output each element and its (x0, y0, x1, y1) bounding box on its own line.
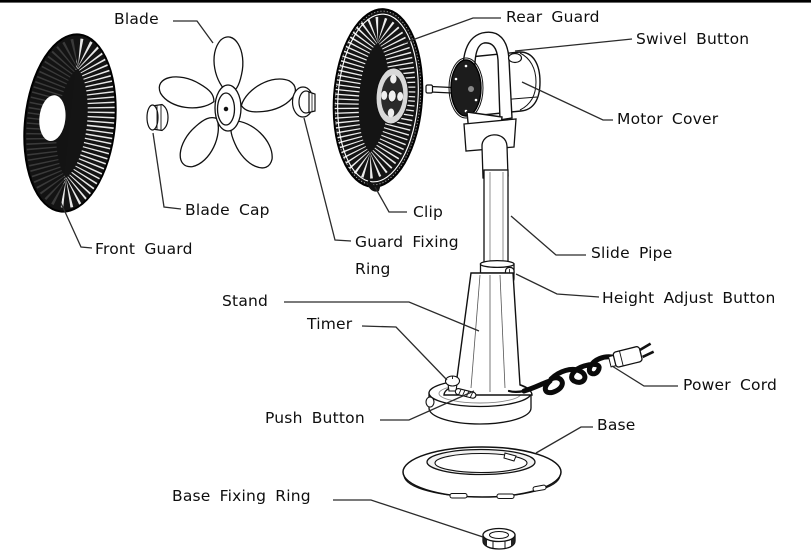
leader-motor-cover (521, 81, 613, 121)
leader-clip (374, 186, 407, 213)
label-push-button: Push Button (265, 409, 365, 427)
leader-stand (284, 301, 480, 332)
front-guard-drawing (23, 33, 118, 213)
leader-power-cord (611, 365, 678, 387)
leader-blade-cap (152, 132, 182, 210)
leader-blade (173, 20, 214, 44)
rear-guard-drawing (332, 8, 424, 188)
label-slide-pipe: Slide Pipe (591, 244, 673, 262)
timer-drawing (444, 375, 461, 392)
label-base: Base (597, 416, 636, 434)
label-height-adjust-button: Height Adjust Button (602, 289, 776, 307)
blade-drawing (158, 36, 296, 169)
label-clip: Clip (413, 203, 444, 221)
leader-slide-pipe (510, 215, 586, 256)
push-button-drawing (454, 388, 477, 399)
label-motor-cover: Motor Cover (617, 110, 719, 128)
power-cord-drawing (507, 354, 615, 396)
slide-pipe-drawing (479, 169, 515, 284)
motor-drawing (425, 31, 541, 138)
top-border-line (0, 0, 811, 3)
label-timer: Timer (307, 315, 353, 333)
blade-cap-drawing (146, 103, 169, 132)
leader-base (535, 426, 593, 454)
power-plug-drawing (607, 342, 655, 368)
label-stand: Stand (222, 292, 269, 310)
leader-push-button (380, 390, 475, 421)
label-guard-fixing-ring: Guard Fixing Ring (355, 233, 459, 279)
clip-drawing (367, 179, 381, 192)
leader-base-fixing-ring (333, 499, 484, 538)
label-swivel-button: Swivel Button (636, 30, 750, 48)
leader-timer (361, 325, 448, 381)
label-base-fixing-ring: Base Fixing Ring (172, 487, 311, 505)
leader-rear-guard (403, 17, 501, 44)
label-blade-cap: Blade Cap (185, 201, 270, 219)
swivel-button-drawing (507, 52, 523, 64)
base-drawing (402, 446, 562, 499)
base-fixing-ring-drawing (482, 527, 516, 550)
label-power-cord: Power Cord (683, 376, 778, 394)
leader-height-adjust (515, 273, 600, 298)
leader-front-guard (60, 202, 93, 249)
neck-drawing (463, 118, 517, 180)
label-rear-guard: Rear Guard (506, 8, 600, 26)
leader-swivel-button (514, 38, 633, 52)
leader-lines (60, 17, 678, 538)
label-front-guard: Front Guard (95, 240, 193, 258)
label-blade: Blade (114, 10, 159, 28)
guard-fixing-ring-drawing (291, 86, 316, 118)
leader-guard-fixing-ring (303, 117, 352, 242)
